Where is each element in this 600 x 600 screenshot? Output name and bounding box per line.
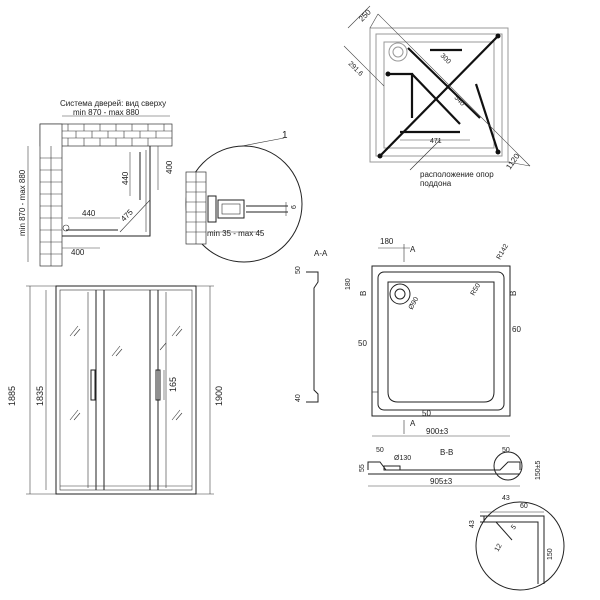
dim-471: 471 — [430, 138, 442, 145]
detail-dim-6: 6 — [291, 205, 298, 209]
plan-dim-180-side: 180 — [345, 278, 352, 290]
b-b-dim-55: 55 — [359, 464, 366, 472]
dim-540: 540 — [453, 94, 466, 107]
tray-edge-detail: 43 60 43 5 12 150 — [469, 495, 565, 591]
detail-dim-60: 60 — [520, 503, 528, 510]
door-system-top-view: Система дверей: вид сверху min 870 - max… — [18, 99, 303, 267]
support-caption-line2: поддона — [420, 179, 452, 188]
a-a-dim-40: 40 — [295, 394, 302, 402]
callout-leader — [241, 137, 285, 147]
b-b-profile-top — [367, 461, 521, 471]
section-mark-a-top: A — [410, 245, 416, 254]
dim-440-v: 440 — [121, 171, 130, 185]
section-mark-a-bottom: A — [410, 419, 416, 428]
plan-dim-50-bottom: 50 — [422, 409, 431, 418]
b-b-dim-d130: Ø130 — [394, 455, 411, 462]
dim-440-h: 440 — [82, 209, 96, 218]
detail-dim-43-top: 43 — [502, 495, 510, 502]
section-b-b-label: B-B — [440, 448, 453, 457]
door-frame — [62, 146, 151, 237]
detail-dim-43-side: 43 — [469, 520, 476, 528]
b-b-dim-50-right: 50 — [502, 447, 510, 454]
b-b-dim-50-left: 50 — [376, 447, 384, 454]
plan-width: 900±3 — [426, 427, 449, 436]
tray-outline — [369, 27, 509, 163]
b-b-detail-circle — [493, 451, 523, 481]
door-handle-left — [90, 369, 96, 401]
dim-475: 475 — [119, 207, 135, 223]
detail-edge-outer — [480, 515, 545, 584]
callout-number: 1 — [282, 130, 288, 141]
detail-dim-150: 150 — [547, 548, 554, 560]
b-b-dim-150: 150±5 — [535, 460, 542, 480]
section-b-b: B-B 50 50 Ø130 55 150±5 905±3 — [359, 447, 542, 487]
plan-dim-180-top: 180 — [380, 237, 394, 246]
dim-250: 250 — [357, 7, 373, 23]
door-swing-line — [119, 199, 151, 233]
handle-dim: 165 — [168, 377, 178, 392]
a-a-profile-line — [306, 271, 319, 403]
plan-dim-r142: R142 — [496, 243, 510, 261]
height-1885: 1885 — [7, 386, 17, 406]
detail-circle-1: 6 min 35 - max 45 — [185, 145, 303, 263]
detail-dim-12: 12 — [494, 543, 504, 553]
dim-400-h: 400 — [71, 248, 85, 257]
drain-circle — [388, 42, 408, 62]
tray-plan-outline — [371, 265, 511, 417]
tray-plan-basin — [387, 281, 495, 403]
plan-dim-r50: R50 — [470, 282, 483, 297]
glass-hatching — [69, 325, 183, 421]
b-b-width: 905±3 — [430, 477, 453, 486]
support-caption-line1: расположение опор — [420, 170, 494, 179]
dim-300: 300 — [439, 52, 452, 65]
section-a-a-label: A-A — [314, 249, 328, 258]
section-mark-b-right: B — [509, 291, 518, 296]
plan-dim-50-left: 50 — [358, 339, 367, 348]
door-handle-right — [155, 369, 161, 401]
brick-wall-left — [39, 123, 63, 267]
height-1900: 1900 — [214, 386, 224, 406]
dim-1120: 1120 — [504, 151, 522, 171]
cabin-outline — [55, 285, 197, 495]
tray-plan: 180 A A 180 R142 R50 Ø90 60 50 50 B B 90… — [345, 237, 521, 437]
tray-drain — [389, 283, 411, 305]
height-range-label: min 870 - max 880 — [18, 169, 27, 236]
a-a-dim-50: 50 — [295, 266, 302, 274]
door-system-title: Система дверей: вид сверху — [60, 99, 166, 108]
dim-400-v: 400 — [165, 160, 174, 174]
section-mark-b-left: B — [359, 291, 368, 296]
tray-support-plan: 250 300 291.6 540 471 1120 расположение … — [343, 5, 531, 188]
section-a-a-profile: A-A 50 40 — [295, 249, 328, 403]
support-legs — [377, 33, 501, 159]
front-view: 165 1885 1835 1900 — [7, 285, 224, 495]
width-range-label: min 870 - max 880 — [73, 108, 140, 117]
height-1835: 1835 — [35, 386, 45, 406]
detail-range-label: min 35 - max 45 — [207, 229, 265, 238]
plan-dim-60: 60 — [512, 325, 521, 334]
detail-dim-5: 5 — [510, 524, 518, 532]
